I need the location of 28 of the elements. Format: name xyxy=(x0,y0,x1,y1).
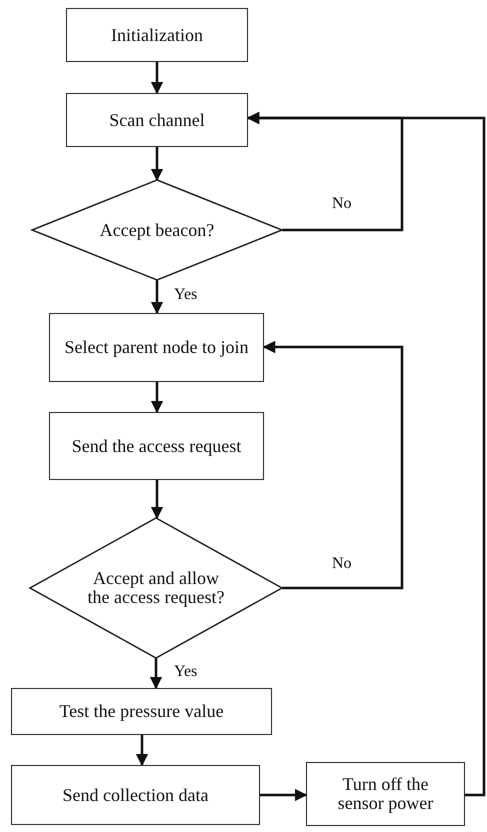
process-box xyxy=(11,688,272,735)
process-box xyxy=(49,313,264,382)
decision-diamond xyxy=(32,180,282,280)
node-text: Send collection data xyxy=(62,786,208,804)
node-text: Test the pressure value xyxy=(59,702,224,721)
arrow xyxy=(262,340,404,590)
node-text: Select parent node to join xyxy=(64,338,248,357)
arrow xyxy=(150,147,164,182)
arrow xyxy=(150,382,164,414)
node-text: Initialization xyxy=(111,26,203,44)
process-box xyxy=(11,765,260,825)
arrow xyxy=(246,112,486,796)
node-text: Scan channel xyxy=(109,110,205,130)
arrow xyxy=(150,62,164,94)
process-box xyxy=(306,762,465,826)
node-text: Send the access request xyxy=(72,436,242,456)
process-box xyxy=(66,8,248,62)
arrow xyxy=(150,658,162,690)
process-box xyxy=(49,412,264,480)
arrow xyxy=(150,480,164,520)
decision-diamond xyxy=(30,518,282,658)
node-text: Turn off the sensor power xyxy=(336,775,434,813)
arrow xyxy=(260,788,308,802)
process-box xyxy=(66,93,248,147)
arrow xyxy=(150,280,164,314)
arrow xyxy=(136,735,148,766)
node-text: Accept beacon? xyxy=(100,220,214,240)
node-text: Accept and allow the access request? xyxy=(86,569,226,607)
